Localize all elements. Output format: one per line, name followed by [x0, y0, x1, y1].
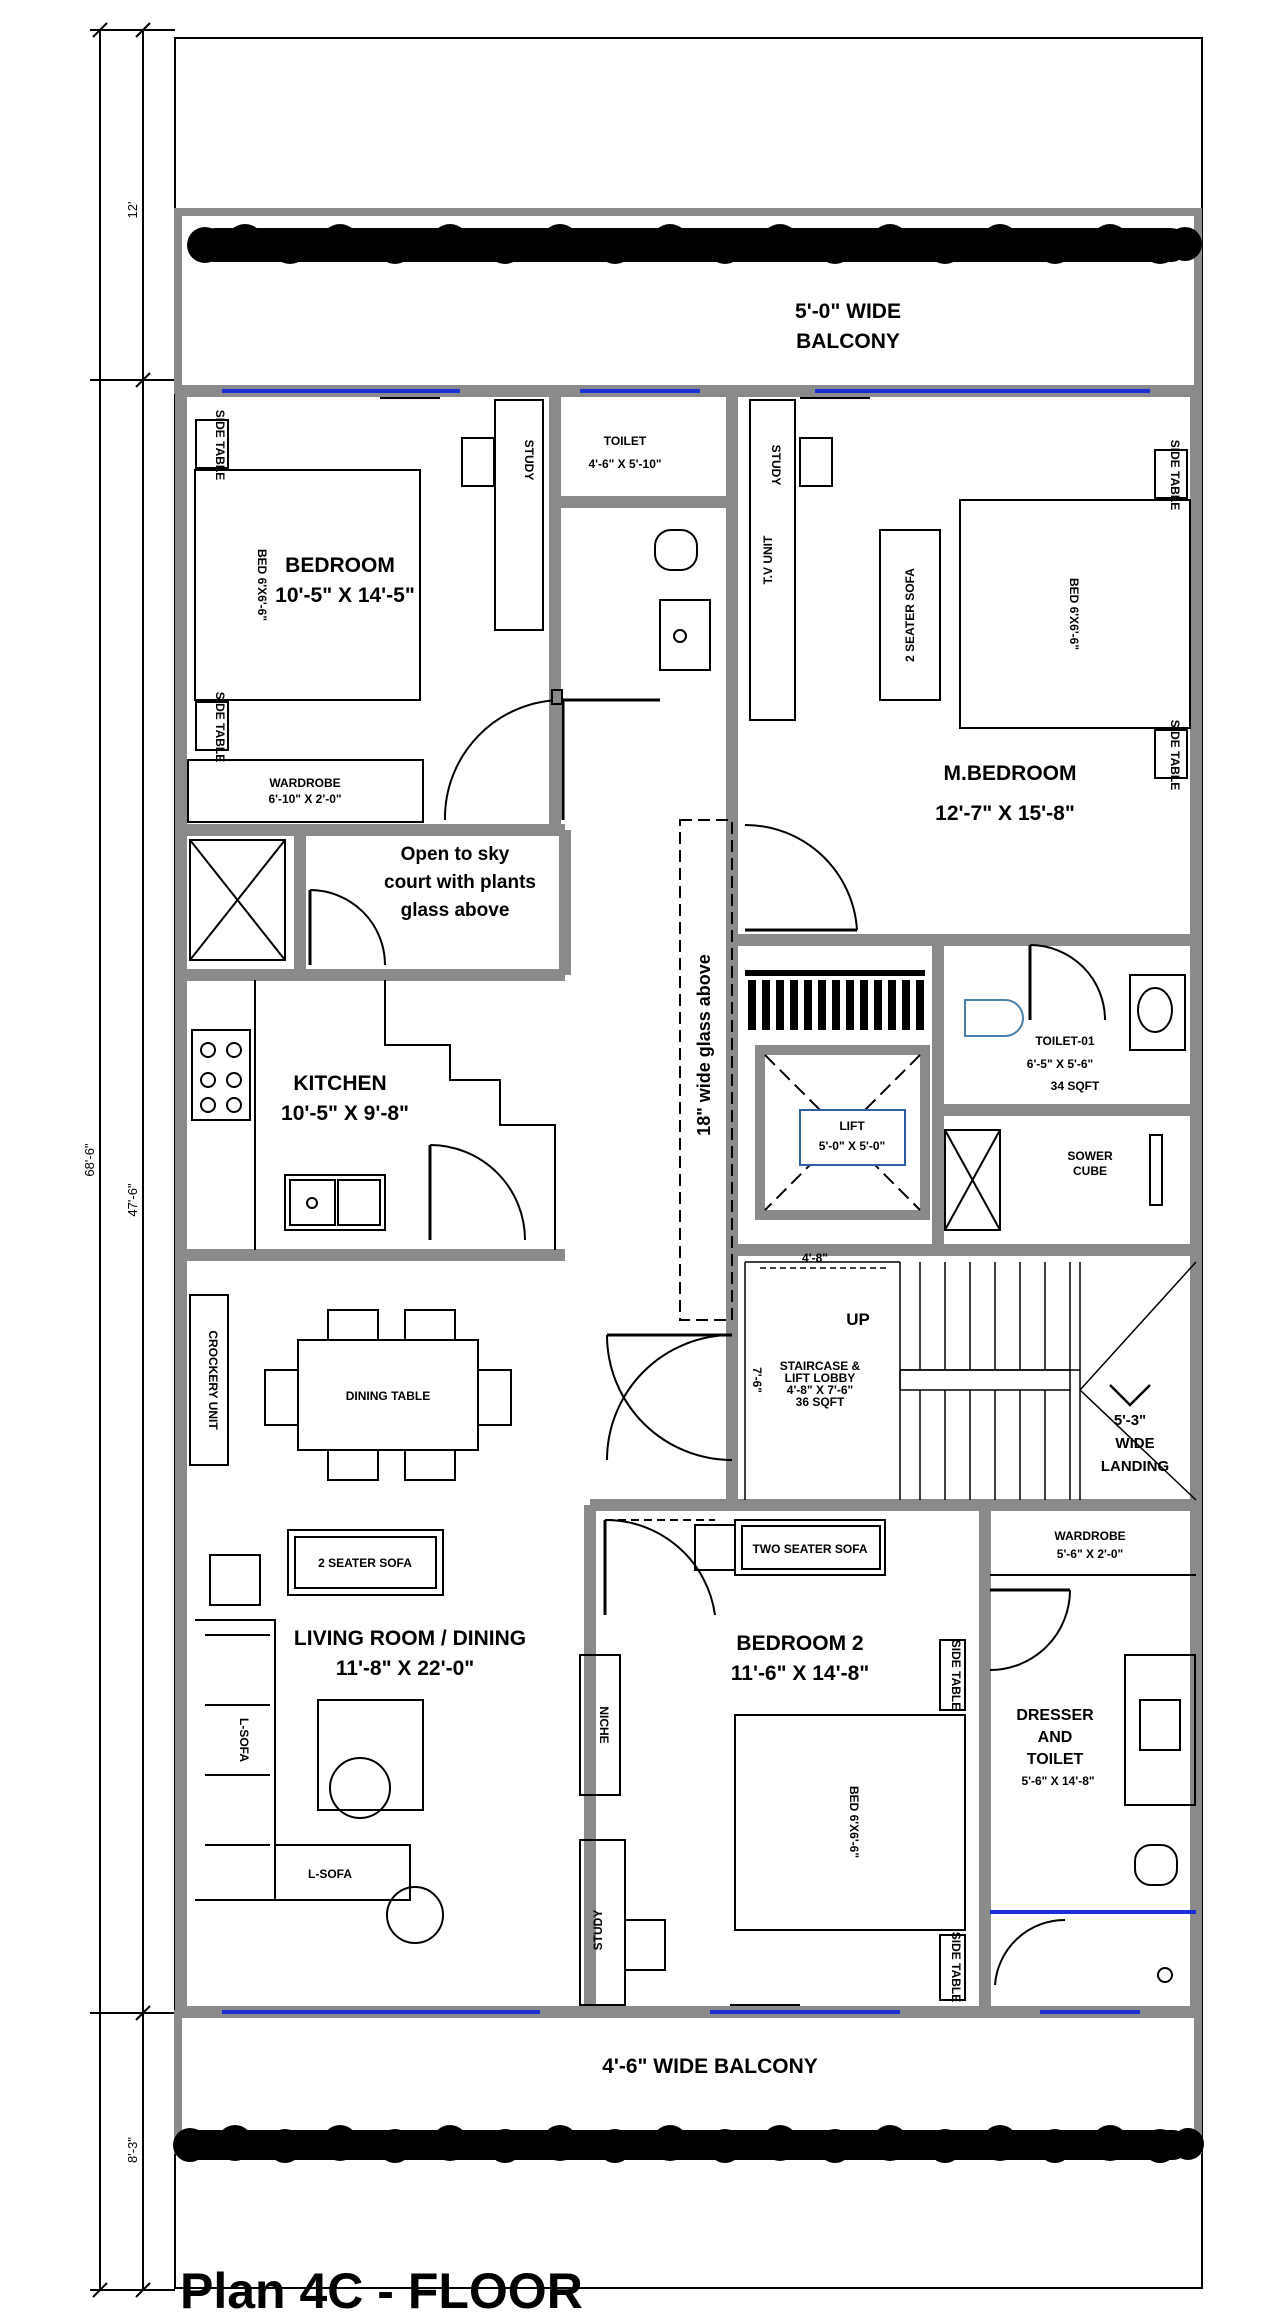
- entrance-door: [606, 1333, 733, 1461]
- living-sofa-label: 2 SEATER SOFA: [318, 1556, 412, 1570]
- lift-lobby-grille: [745, 970, 925, 1030]
- dresser-size: 5'-6" X 14'-8": [1021, 1774, 1094, 1788]
- top-balcony-label-1: 5'-0" WIDE: [795, 300, 901, 323]
- open-sky-court: [189, 839, 386, 966]
- mbedroom-size: 12'-7" X 15'-8": [935, 802, 1075, 825]
- shower-label-2: CUBE: [1073, 1164, 1107, 1178]
- mbedroom-bed: BED 6'X6'-6": [1067, 578, 1081, 650]
- walls: [175, 385, 1202, 2018]
- lift: [755, 1045, 930, 1220]
- stair-dim: 4'-8": [802, 1251, 828, 1265]
- bedroom-1-size: 10'-5" X 14'-5": [275, 584, 415, 607]
- mbedroom-side-table-bottom: SIDE TABLE: [1168, 720, 1182, 790]
- stair-lobby-1: STAIRCASE &: [780, 1359, 861, 1373]
- dresser-label-1: DRESSER: [1016, 1707, 1094, 1724]
- kitchen-label: KITCHEN: [293, 1072, 386, 1095]
- tv-unit-label: T.V UNIT: [761, 535, 775, 584]
- study-2-label: STUDY: [769, 445, 783, 486]
- front-dimension: 12': [125, 202, 140, 219]
- windows: [222, 389, 1196, 2014]
- plan-caption: Plan 4C - FLOOR: [180, 2263, 583, 2319]
- mbedroom-label: M.BEDROOM: [944, 762, 1077, 785]
- dresser-toilet: [989, 1574, 1196, 1986]
- wardrobe-1-label: WARDROBE: [269, 776, 340, 790]
- shower-label: SOWER: [1067, 1149, 1113, 1163]
- toilet-1-label: TOILET: [604, 434, 647, 448]
- living-label: LIVING ROOM / DINING: [294, 1627, 526, 1650]
- toilet-01-size: 6'-5" X 5'-6": [1027, 1057, 1093, 1071]
- lsofa-vertical-label: L-SOFA: [237, 1718, 251, 1762]
- bottom-balcony-label: 4'-6" WIDE BALCONY: [602, 2055, 818, 2078]
- dresser-label-2: AND: [1038, 1729, 1073, 1746]
- mbedroom-side-table-top: SIDE TABLE: [1168, 440, 1182, 510]
- stair-lobby-4: 36 SQFT: [796, 1395, 845, 1409]
- dining-table-label: DINING TABLE: [346, 1389, 430, 1403]
- bedroom-2-side-table-top: SIDE TABLE: [949, 1640, 963, 1710]
- bedroom-1-bed: BED 6'X6'-6": [255, 549, 269, 621]
- wardrobe-1-size: 6'-10" X 2'-0": [268, 792, 341, 806]
- lift-size: 5'-0" X 5'-0": [819, 1139, 885, 1153]
- toilet-01-label: TOILET-01: [1035, 1034, 1094, 1048]
- stair-lobby-3: 4'-8" X 7'-6": [787, 1383, 853, 1397]
- master-bedroom: [744, 397, 1191, 932]
- staircase: [744, 1261, 1197, 1501]
- bedroom-1: [187, 397, 565, 823]
- niche-label: NICHE: [597, 1706, 611, 1743]
- bedroom-1-side-table-bottom: SIDE TABLE: [213, 692, 227, 762]
- bedroom-2-size: 11'-6" X 14'-8": [731, 1662, 869, 1685]
- landing-label-3: LANDING: [1101, 1458, 1169, 1475]
- bedroom-2-side-table-bottom: SIDE TABLE: [949, 1932, 963, 2002]
- rooms-dimension: 47'-6": [125, 1183, 140, 1217]
- glass-strip-label: 18" wide glass above: [694, 954, 714, 1136]
- top-planter: [187, 224, 1202, 264]
- living-dining: [189, 1294, 512, 1944]
- toilet-1: [551, 529, 711, 705]
- open-sky-label-2: court with plants: [384, 872, 536, 893]
- stair-up-label: UP: [846, 1310, 870, 1329]
- bedroom-1-side-table-top: SIDE TABLE: [213, 410, 227, 480]
- mbedroom-sofa: 2 SEATER SOFA: [903, 568, 917, 662]
- toilet-1-size: 4'-6" X 5'-10": [588, 457, 661, 471]
- bedroom-2: [579, 1518, 966, 2006]
- top-balcony-label-2: BALCONY: [796, 330, 900, 353]
- open-sky-label-1: Open to sky: [401, 844, 510, 865]
- open-sky-label-3: glass above: [401, 900, 510, 921]
- crockery-label: CROCKERY UNIT: [206, 1330, 220, 1430]
- wardrobe-2-label: WARDROBE: [1054, 1529, 1125, 1543]
- stair-lobby-2: LIFT LOBBY: [785, 1371, 856, 1385]
- toilet-01: [944, 944, 1186, 1231]
- bedroom-1-label: BEDROOM: [285, 554, 395, 577]
- living-size: 11'-8" X 22'-0": [336, 1657, 474, 1680]
- kitchen: [191, 980, 556, 1250]
- lsofa-horizontal-label: L-SOFA: [308, 1867, 352, 1881]
- stair-dim-vertical: 7'-6": [750, 1367, 764, 1393]
- dresser-label-3: TOILET: [1027, 1751, 1084, 1768]
- kitchen-size: 10'-5" X 9'-8": [281, 1102, 409, 1125]
- wardrobe-2-size: 5'-6" X 2'-0": [1057, 1547, 1123, 1561]
- two-seater-sofa-label: TWO SEATER SOFA: [752, 1542, 867, 1556]
- study-3-label: STUDY: [591, 1910, 605, 1951]
- landing-label-2: WIDE: [1115, 1435, 1154, 1452]
- bedroom-2-bed: BED 6'X6'-6": [847, 1786, 861, 1858]
- dimension-lines: [90, 22, 175, 2298]
- toilet-01-area: 34 SQFT: [1051, 1079, 1100, 1093]
- study-1-label: STUDY: [522, 440, 536, 481]
- rear-dimension: 8'-3": [125, 2137, 140, 2163]
- bedroom-2-label: BEDROOM 2: [736, 1632, 863, 1655]
- lift-label: LIFT: [839, 1119, 865, 1133]
- bottom-planter: [173, 2125, 1204, 2163]
- overall-dimension: 68'-6": [82, 1143, 97, 1177]
- glass-strip: [679, 819, 733, 1321]
- landing-label-1: 5'-3": [1114, 1412, 1146, 1429]
